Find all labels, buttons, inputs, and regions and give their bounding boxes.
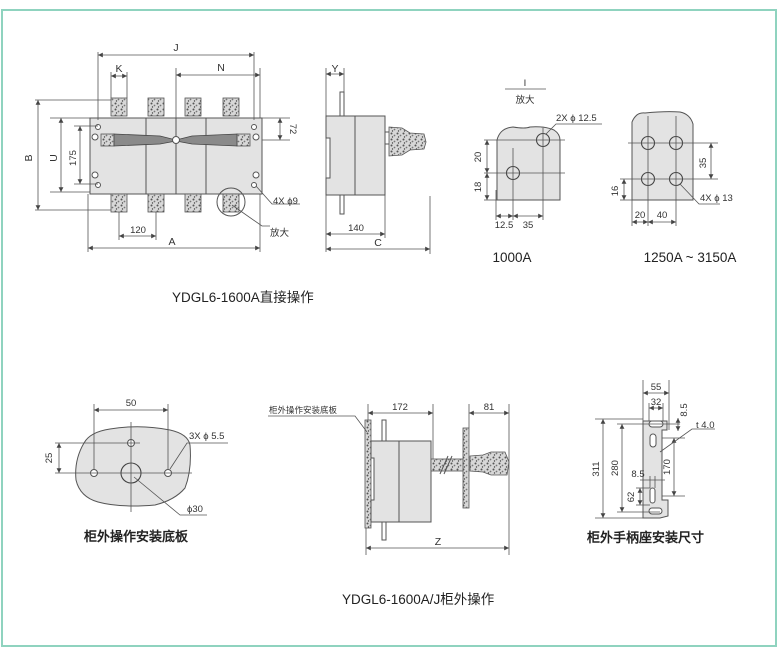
mount-hole xyxy=(251,182,257,188)
dim-label-thickness: t 4.0 xyxy=(696,420,715,431)
label-mounting-plate: 柜外操作安装底板 xyxy=(269,405,338,416)
terminal-bottom-3 xyxy=(184,193,202,213)
dim-label-20-h: 20 xyxy=(635,210,646,221)
external-body-front xyxy=(370,440,400,523)
dim-label-16: 16 xyxy=(610,186,621,197)
terminal-top-1 xyxy=(110,97,128,117)
dim-label-12-5: 12.5 xyxy=(495,220,514,231)
side-body-rear xyxy=(354,115,386,196)
dim-label-55: 55 xyxy=(651,382,662,393)
dim-label-u: U xyxy=(48,154,60,162)
callout-1250a-holes: 4X ϕ 13 xyxy=(700,193,733,204)
detail-header-mark: I xyxy=(524,78,527,89)
dim-label-z: Z xyxy=(435,536,442,548)
caption-1250a-3150a: 1250A ~ 3150A xyxy=(644,250,737,265)
mounting-plate-section xyxy=(364,419,372,529)
dim-label-170: 170 xyxy=(662,459,673,475)
caption-1000a: 1000A xyxy=(492,250,531,265)
terminal-bottom-2 xyxy=(147,193,165,213)
dim-label-a: A xyxy=(168,236,175,248)
dim-label-40: 40 xyxy=(657,210,668,221)
callout-plate-holes: 3X ϕ 5.5 xyxy=(189,431,224,442)
dim-label-81: 81 xyxy=(484,402,495,413)
dim-label-c: C xyxy=(374,237,382,249)
dim-label-20: 20 xyxy=(473,152,484,163)
aux-hole xyxy=(91,171,99,179)
callout-1000a-holes: 2X ϕ 12.5 xyxy=(556,113,597,124)
door-panel-section xyxy=(462,427,470,509)
aux-hole xyxy=(252,171,260,179)
callout-holes-4x: 4X ϕ9 xyxy=(273,196,298,207)
dim-label-8-5-mid: 8.5 xyxy=(631,469,644,480)
handle-end-left xyxy=(100,133,115,147)
callout-center-hole: ϕ30 xyxy=(187,504,203,515)
terminal-1250a-3150a xyxy=(631,111,694,201)
dim-label-25: 25 xyxy=(44,453,55,464)
caption-direct-operation: YDGL6-1600A直接操作 xyxy=(172,289,314,305)
terminal-top-3 xyxy=(184,97,202,117)
mount-hole xyxy=(95,182,101,188)
side-handle xyxy=(388,126,427,157)
external-handle xyxy=(469,451,510,476)
dim-label-50: 50 xyxy=(126,398,137,409)
external-body-rear xyxy=(398,440,432,523)
dim-label-j: J xyxy=(173,42,178,54)
dim-label-8-5-top: 8.5 xyxy=(679,403,690,416)
side-body-front xyxy=(325,115,356,196)
dim-label-175: 175 xyxy=(68,150,79,166)
dim-label-35-v: 35 xyxy=(698,158,709,169)
top-view: J K N B U 175 72 120 A 4X ϕ9 放大 xyxy=(23,42,300,252)
dim-label-n: N xyxy=(217,62,225,74)
zoom-circle xyxy=(216,187,246,217)
dim-label-120: 120 xyxy=(130,225,146,236)
dim-label-140: 140 xyxy=(348,223,364,234)
external-operation-view: 柜外操作安装底板 172 81 Z YDGL6-1600A/J柜外操作 xyxy=(268,402,510,607)
mounting-plate: 50 25 3X ϕ 5.5 ϕ30 柜外操作安装底板 xyxy=(44,398,228,545)
dim-label-172: 172 xyxy=(392,402,408,413)
side-view: Y 140 C xyxy=(325,63,431,254)
caption-handle-bracket: 柜外手柄座安装尺寸 xyxy=(586,530,704,546)
aux-hole xyxy=(252,133,260,141)
detail-header-label: 放大 xyxy=(515,94,535,106)
handle-bracket: 55 32 8.5 t 4.0 311 280 170 8.5 62 柜外手柄座… xyxy=(586,380,715,546)
terminal-details: I 放大 2X ϕ 12.5 20 18 12.5 35 1000A xyxy=(473,78,736,265)
dim-label-y: Y xyxy=(331,63,338,75)
dim-label-b: B xyxy=(23,154,35,161)
dim-label-k: K xyxy=(115,63,122,75)
terminal-1000a xyxy=(496,126,561,201)
dim-label-280: 280 xyxy=(610,460,621,476)
dim-label-35: 35 xyxy=(523,220,534,231)
mount-hole xyxy=(95,124,101,130)
terminal-top-4 xyxy=(222,97,240,117)
mount-hole xyxy=(251,124,257,130)
dim-label-311: 311 xyxy=(591,461,602,476)
terminal-bottom-4 xyxy=(222,193,240,213)
aux-hole xyxy=(91,133,99,141)
terminal-bottom-1 xyxy=(110,193,128,213)
caption-mounting-plate: 柜外操作安装底板 xyxy=(83,529,189,545)
page-border xyxy=(1,9,777,647)
dim-label-72: 72 xyxy=(287,124,298,135)
dim-label-62: 62 xyxy=(626,492,637,503)
bracket-outline xyxy=(642,420,669,519)
dim-label-18: 18 xyxy=(473,182,484,193)
caption-external-operation: YDGL6-1600A/J柜外操作 xyxy=(342,592,494,607)
callout-zoom: 放大 xyxy=(270,227,290,239)
handle-end-right xyxy=(236,133,251,147)
terminal-top-2 xyxy=(147,97,165,117)
dim-label-32: 32 xyxy=(651,397,662,408)
handle-pivot xyxy=(172,136,180,144)
